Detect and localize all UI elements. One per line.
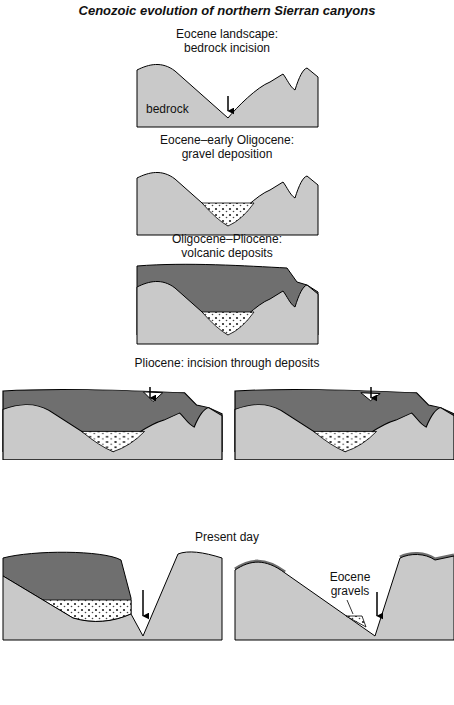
present-panel-right: [235, 553, 454, 640]
pliocene-panel-right: [235, 389, 454, 459]
incision-arrow: [227, 96, 229, 111]
pliocene-panel-left: [3, 389, 222, 459]
figure-title: Cenozoic evolution of northern Sierran c…: [7, 4, 447, 18]
panel-heading: Eocene landscape: bedrock incision: [167, 27, 287, 55]
panel-heading: Oligocene–Pliocene: volcanic deposits: [162, 232, 292, 260]
eocene-panel: [137, 64, 318, 127]
panel-heading: Pliocene: incision through deposits: [117, 356, 337, 370]
volcanic-panel: [137, 264, 318, 344]
incision-arrow: [376, 592, 378, 616]
present-panel-left: [3, 552, 222, 640]
incision-arrow: [149, 387, 151, 398]
gravel-panel: [137, 172, 318, 235]
panel-heading: Eocene–early Oligocene: gravel depositio…: [152, 133, 302, 161]
rock-label: bedrock: [146, 102, 206, 116]
deposit-label: Eocene gravels: [320, 570, 380, 598]
incision-arrow: [142, 590, 144, 616]
panel-heading: Present day: [167, 530, 287, 544]
incision-arrow: [370, 387, 372, 398]
